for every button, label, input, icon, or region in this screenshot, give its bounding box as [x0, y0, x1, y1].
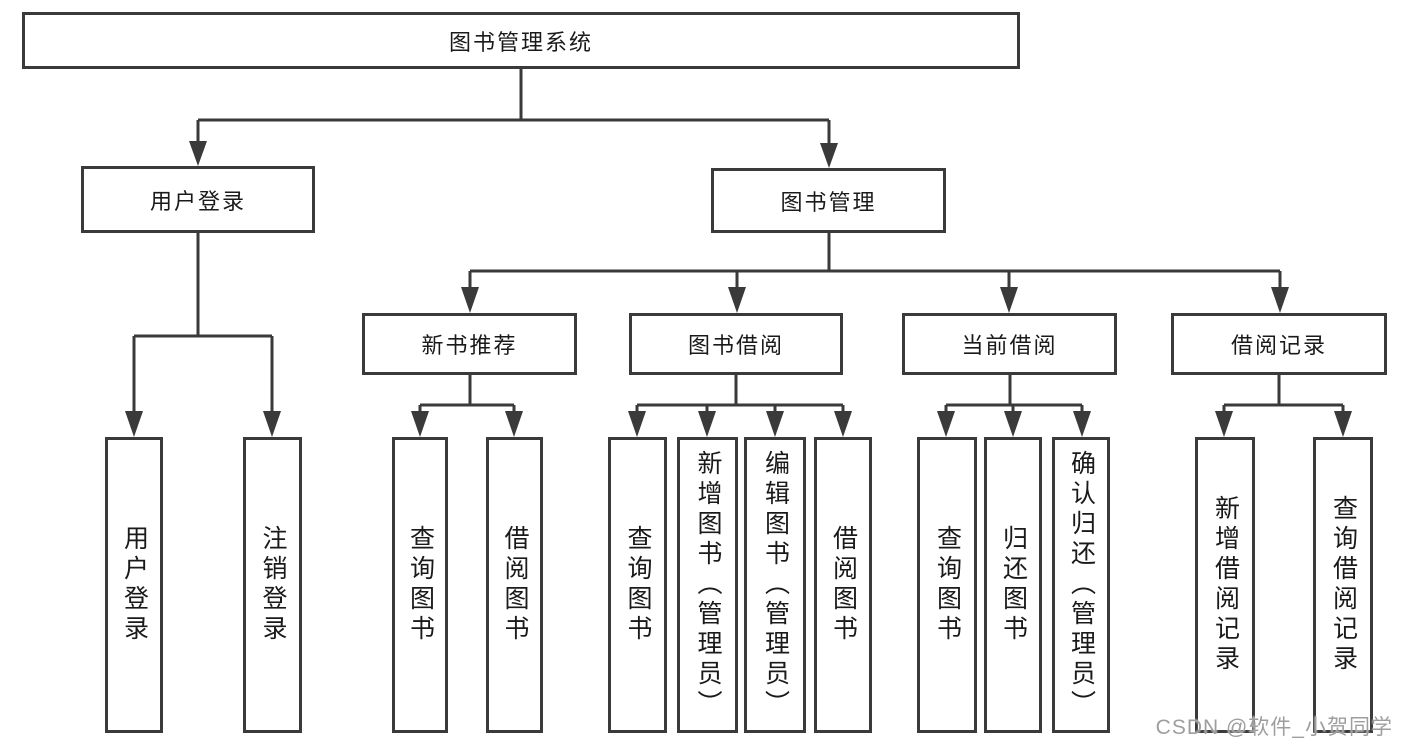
- leaf-recommend-query-books: 查询图书: [392, 437, 448, 733]
- leaf-user-login: 用户登录: [105, 437, 163, 733]
- connector-current-borrowing-to-leaves: [937, 375, 1091, 437]
- node-user-login-label: 用户登录: [149, 188, 246, 214]
- leaf-current-confirm-return-admin-label: 确认归还（管理员）: [1067, 450, 1096, 720]
- node-new-book-recommend: 新书推荐: [362, 313, 577, 375]
- node-borrowing-records: 借阅记录: [1171, 313, 1387, 375]
- leaf-borrowing-borrow-books-label: 借阅图书: [829, 525, 858, 645]
- connector-new-book-recommend-to-leaves: [411, 375, 523, 437]
- connector-borrowing-records-to-leaves: [1215, 375, 1352, 437]
- leaf-borrowing-query-books-label: 查询图书: [624, 525, 652, 645]
- node-root-label: 图书管理系统: [448, 29, 593, 55]
- connector-root-to-level2: [189, 68, 838, 168]
- node-current-borrowing-label: 当前借阅: [961, 333, 1058, 358]
- connector-book-borrowing-to-leaves: [628, 375, 852, 437]
- leaf-logout: 注销登录: [243, 437, 302, 733]
- leaf-borrowing-borrow-books: 借阅图书: [814, 437, 872, 733]
- leaf-records-query-record: 查询借阅记录: [1313, 437, 1373, 733]
- leaf-borrowing-query-books: 查询图书: [608, 437, 667, 733]
- leaf-borrowing-add-books-admin-label: 新增图书（管理员）: [694, 450, 722, 720]
- connector-book-management-to-level3: [461, 233, 1289, 313]
- leaf-user-login-label: 用户登录: [120, 525, 149, 645]
- node-borrowing-records-label: 借阅记录: [1230, 333, 1327, 358]
- leaf-current-return-books-label: 归还图书: [999, 525, 1028, 645]
- leaf-borrowing-edit-books-admin-label: 编辑图书（管理员）: [761, 450, 790, 720]
- node-new-book-recommend-label: 新书推荐: [421, 333, 518, 358]
- leaf-logout-label: 注销登录: [259, 525, 287, 645]
- node-book-borrowing: 图书借阅: [629, 313, 843, 375]
- leaf-current-query-books-label: 查询图书: [933, 525, 962, 645]
- leaf-records-add-record-label: 新增借阅记录: [1211, 495, 1240, 675]
- leaf-current-query-books: 查询图书: [917, 437, 977, 733]
- leaf-borrowing-edit-books-admin: 编辑图书（管理员）: [744, 437, 806, 733]
- leaf-recommend-borrow-books-label: 借阅图书: [501, 525, 529, 645]
- connector-user-login-to-leaves: [125, 233, 281, 437]
- node-book-management-label: 图书管理: [780, 189, 877, 215]
- node-book-borrowing-label: 图书借阅: [687, 333, 784, 358]
- leaf-records-add-record: 新增借阅记录: [1195, 437, 1255, 733]
- leaf-recommend-borrow-books: 借阅图书: [486, 437, 543, 733]
- node-root: 图书管理系统: [22, 12, 1020, 69]
- leaf-recommend-query-books-label: 查询图书: [406, 525, 435, 645]
- node-book-management: 图书管理: [711, 168, 946, 233]
- leaf-current-return-books: 归还图书: [984, 437, 1042, 733]
- node-current-borrowing: 当前借阅: [902, 313, 1117, 375]
- csdn-watermark: CSDN @软件_小贺同学: [1155, 716, 1393, 739]
- leaf-borrowing-add-books-admin: 新增图书（管理员）: [677, 437, 738, 733]
- leaf-records-query-record-label: 查询借阅记录: [1329, 495, 1358, 675]
- node-user-login: 用户登录: [81, 166, 315, 233]
- leaf-current-confirm-return-admin: 确认归还（管理员）: [1052, 437, 1110, 733]
